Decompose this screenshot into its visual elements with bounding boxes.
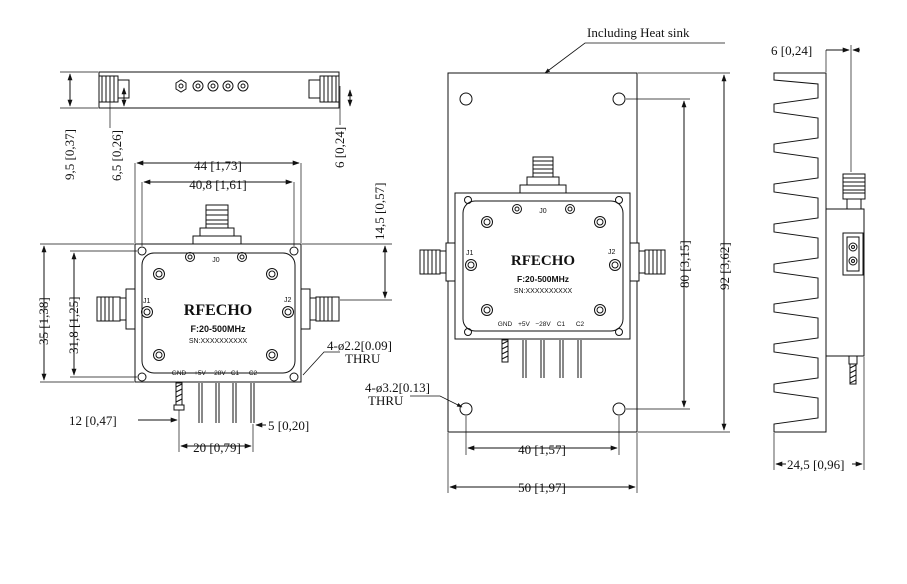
side-module-body [825,208,865,357]
sink-hole-note-label: 4-ø3.2[0.13] [365,380,430,395]
flange-hole [289,246,299,256]
sink-pin-label-5v: +5V [518,321,530,328]
front-pin-label-gnd: GND [172,370,187,377]
sink-pins [501,339,582,378]
flange-hole [137,246,147,256]
sink-height-overall-label: 92 [3,62] [717,242,732,290]
sink-view [410,42,730,493]
sink-lid-screws [464,196,623,336]
front-width-overall-label: 44 [1,73] [194,158,242,173]
top-view-body [98,71,340,109]
top-height-overall-label: 9,5 [0,37] [62,129,77,180]
sink-j2-label: J2 [608,249,616,256]
side-top-dim-label: 6 [0,24] [771,43,812,58]
front-height-overall-label: 35 [1,38] [36,297,51,345]
side-pin [848,355,858,385]
sink-j0-label: J0 [539,208,547,215]
front-serial-label: SN:XXXXXXXXXX [189,338,248,345]
front-j0-label: J0 [212,257,220,264]
sink-j2-connector [629,242,666,282]
sink-height-holes-label: 80 [3,15] [677,240,692,288]
flange-hole [289,372,299,382]
front-pin-pitch-label: 5 [0,20] [268,418,309,433]
front-connector-offset-label: 14,5 [0,57] [372,183,387,240]
front-j2-label: J2 [284,297,292,304]
top-connector-axis-label: 6,5 [0,26] [109,130,124,181]
front-width-holes-label: 40,8 [1,61] [189,177,246,192]
lid-screws [141,252,294,361]
sink-freq-label: F:20-500MHz [517,274,569,284]
top-pins [175,79,249,93]
sink-module-body [462,200,624,332]
side-view [773,45,866,470]
sink-hole [612,402,626,416]
sink-pin-label-c2: C2 [576,321,585,328]
top-right-height-label: 6 [0,24] [332,127,347,168]
front-pin-label-28v: −28V [210,370,226,377]
heat-sink-callout: Including Heat sink [587,25,690,40]
sink-width-holes-label: 40 [1,57] [518,442,566,457]
sink-hole [459,402,473,416]
sink-j1-label: J1 [466,250,474,257]
front-freq-label: F:20-500MHz [190,324,246,334]
front-pin-label-c1: C1 [231,370,240,377]
sink-j1-connector [419,242,456,282]
front-pins [173,382,255,423]
side-face-connector [842,232,864,276]
front-pin-span-label: 20 [0,79] [193,440,241,455]
front-brand-label: RFECHO [184,302,252,319]
front-pin-offset-label: 12 [0,47] [69,413,117,428]
flange-hole [137,372,147,382]
sink-pin-label-c1: C1 [557,321,566,328]
front-pin-label-c2: C2 [249,370,258,377]
front-view [40,160,392,452]
sink-thru-label: THRU [368,393,404,408]
front-j1-connector [96,288,136,330]
front-pin-label-5v: +5V [194,370,206,377]
sink-brand-label: RFECHO [511,253,575,269]
sink-pin-label-gnd: GND [498,321,513,328]
front-j0-connector [192,204,242,245]
front-hole-note-label: 4-ø2.2[0.09] [327,338,392,353]
sink-j0-connector [519,156,567,194]
top-view [60,71,353,128]
sink-hole [612,92,626,106]
sink-pin-label-28v: −28V [535,321,551,328]
heat-sink-fins [773,72,827,433]
side-top-connector [842,173,866,210]
side-bottom-dim-label: 24,5 [0,96] [787,457,844,472]
front-j2-connector [300,288,340,330]
sink-width-overall-label: 50 [1,97] [518,480,566,495]
sink-serial-label: SN:XXXXXXXXXX [514,288,573,295]
top-right-connector [308,75,340,103]
sink-hole [459,92,473,106]
front-height-holes-label: 31,8 [1,25] [66,297,81,354]
front-thru-label: THRU [345,351,381,366]
front-j1-label: J1 [143,298,151,305]
